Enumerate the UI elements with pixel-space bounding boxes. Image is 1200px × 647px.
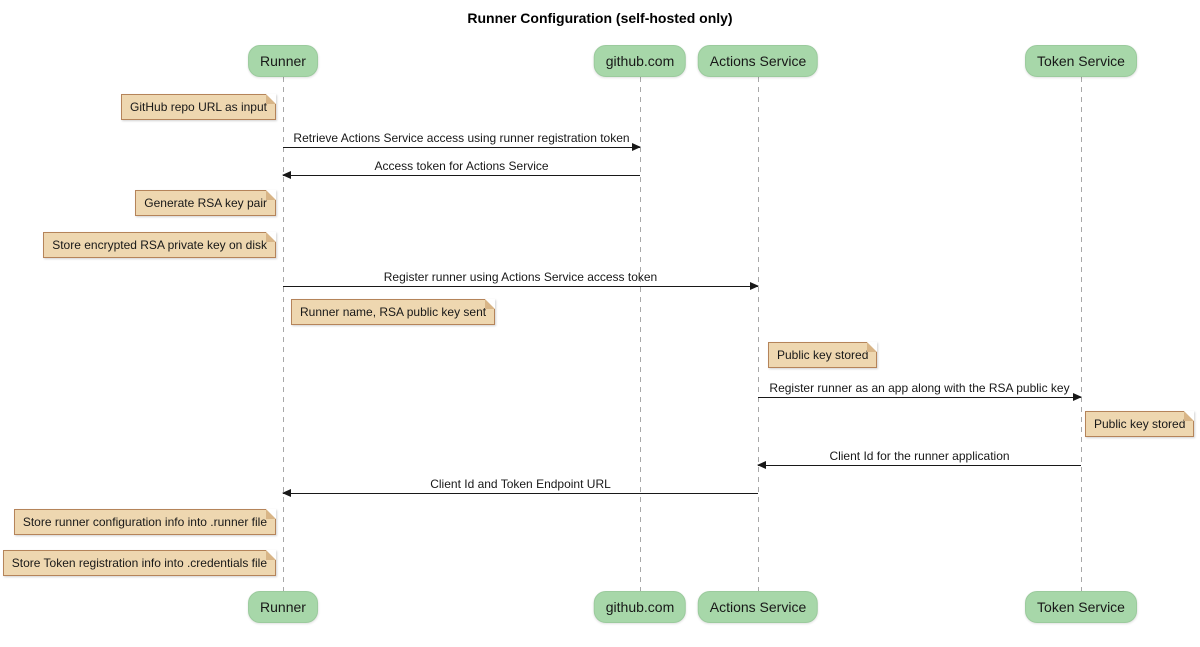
note-store-credentials-file: Store Token registration info into .cred… (2, 550, 277, 576)
message-register-runner: Register runner using Actions Service ac… (283, 270, 759, 290)
message-client-id-runner-app: Client Id for the runner application (757, 449, 1081, 469)
participant-token-service-bottom: Token Service (1025, 591, 1137, 623)
note-public-key-stored-actions: Public key stored (768, 342, 878, 368)
participant-runner-top: Runner (248, 45, 318, 77)
message-line (282, 171, 640, 179)
note-store-private-key: Store encrypted RSA private key on disk (43, 232, 276, 258)
diagram-title: Runner Configuration (self-hosted only) (467, 10, 733, 26)
participant-github-top: github.com (593, 45, 687, 77)
message-label: Access token for Actions Service (374, 159, 549, 173)
participant-token-service-top: Token Service (1025, 45, 1137, 77)
arrowhead-right-icon (632, 143, 641, 151)
participant-github-bottom: github.com (593, 591, 687, 623)
message-label: Retrieve Actions Service access using ru… (293, 131, 630, 145)
message-line (758, 393, 1082, 401)
participant-actions-service-bottom: Actions Service (697, 591, 819, 623)
note-github-repo-url: GitHub repo URL as input (121, 94, 276, 120)
lifeline-runner (283, 77, 284, 591)
lifeline-token-service (1081, 77, 1082, 591)
message-access-token: Access token for Actions Service (282, 159, 640, 179)
message-label: Client Id and Token Endpoint URL (430, 477, 611, 491)
message-line (282, 489, 758, 497)
message-client-id-endpoint: Client Id and Token Endpoint URL (282, 477, 758, 497)
message-label: Register runner using Actions Service ac… (383, 270, 658, 284)
message-line (757, 461, 1081, 469)
lifeline-github-com (640, 77, 641, 591)
note-public-key-stored-token: Public key stored (1085, 411, 1195, 437)
participant-runner-bottom: Runner (248, 591, 318, 623)
note-generate-rsa-key-pair: Generate RSA key pair (135, 190, 276, 216)
lifeline-actions-service (758, 77, 759, 591)
arrowhead-left-icon (282, 171, 291, 179)
message-label: Client Id for the runner application (829, 449, 1010, 463)
participant-actions-service-top: Actions Service (697, 45, 819, 77)
message-line (283, 282, 759, 290)
note-store-runner-file: Store runner configuration info into .ru… (13, 509, 277, 535)
message-label: Register runner as an app along with the… (769, 381, 1070, 395)
arrowhead-right-icon (750, 282, 759, 290)
arrowhead-left-icon (757, 461, 766, 469)
message-register-runner-app: Register runner as an app along with the… (758, 381, 1082, 401)
message-retrieve-actions-access: Retrieve Actions Service access using ru… (283, 131, 641, 151)
message-line (283, 143, 641, 151)
arrowhead-right-icon (1073, 393, 1082, 401)
arrowhead-left-icon (282, 489, 291, 497)
note-runner-name-sent: Runner name, RSA public key sent (291, 299, 496, 325)
